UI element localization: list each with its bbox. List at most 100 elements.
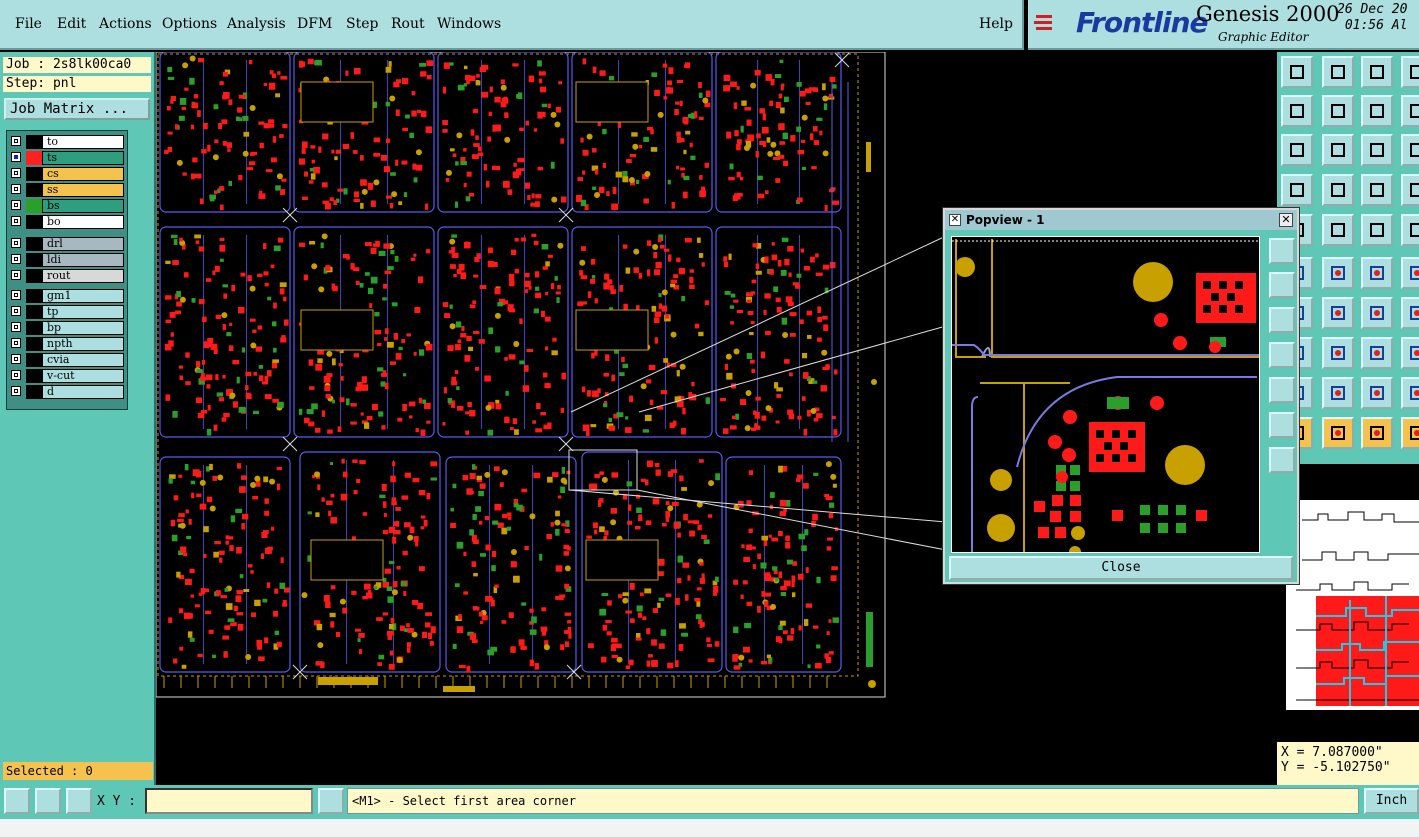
layer-name[interactable]: v-cut bbox=[42, 369, 124, 383]
ruler-icon[interactable] bbox=[1361, 214, 1393, 246]
center-icon[interactable] bbox=[1322, 134, 1354, 166]
popview-close-button[interactable]: Close bbox=[949, 556, 1293, 580]
layer-color-swatch[interactable] bbox=[26, 289, 42, 303]
layer-checkbox[interactable] bbox=[11, 386, 21, 396]
zoom-previous-icon[interactable] bbox=[1322, 56, 1354, 88]
layer-row-ts[interactable]: ts bbox=[9, 151, 125, 165]
resize-icon[interactable] bbox=[1361, 337, 1393, 369]
select-arrow-icon[interactable] bbox=[1322, 417, 1354, 449]
layer-row-tp[interactable]: tp bbox=[9, 305, 125, 319]
layer-checkbox[interactable] bbox=[11, 136, 21, 146]
job-matrix-button[interactable]: Job Matrix ... bbox=[4, 98, 150, 120]
layer-color-swatch[interactable] bbox=[26, 199, 42, 213]
layer-row-bp[interactable]: bp bbox=[9, 321, 125, 335]
layer-name[interactable]: to bbox=[42, 135, 124, 149]
layer-color-swatch[interactable] bbox=[26, 135, 42, 149]
layer-name[interactable]: ldi bbox=[42, 253, 124, 267]
layer-color-swatch[interactable] bbox=[26, 369, 42, 383]
layer-name[interactable]: ts bbox=[42, 151, 124, 165]
layer-checkbox[interactable] bbox=[11, 306, 21, 316]
layer-checkbox[interactable] bbox=[11, 322, 21, 332]
layer-name[interactable]: ss bbox=[42, 183, 124, 197]
close-icon[interactable]: ✕ bbox=[1279, 213, 1293, 227]
popview-zoom-out-button[interactable] bbox=[1269, 447, 1295, 473]
layer-name[interactable]: npth bbox=[42, 337, 124, 351]
layer-row-npth[interactable]: npth bbox=[9, 337, 125, 351]
popview-zoom-view[interactable] bbox=[951, 236, 1260, 553]
angle-measure-icon[interactable] bbox=[35, 788, 61, 814]
measure-icon[interactable] bbox=[4, 788, 30, 814]
home-view-icon[interactable] bbox=[1361, 56, 1393, 88]
scale-1to2-icon[interactable] bbox=[1361, 134, 1393, 166]
layer-color-swatch[interactable] bbox=[26, 237, 42, 251]
layer-checkbox[interactable] bbox=[11, 216, 21, 226]
fit-all-icon[interactable] bbox=[1281, 134, 1313, 166]
split-view-icon[interactable] bbox=[1361, 95, 1393, 127]
xy-input[interactable] bbox=[145, 788, 313, 814]
popview-pan-up-button[interactable] bbox=[1269, 272, 1295, 298]
layer-name[interactable]: bs bbox=[42, 199, 124, 213]
layer-checkbox[interactable] bbox=[11, 370, 21, 380]
menu-file[interactable]: File bbox=[15, 16, 42, 32]
layer-row-drl[interactable]: drl bbox=[9, 237, 125, 251]
menu-edit[interactable]: Edit bbox=[57, 16, 87, 32]
slash-icon[interactable] bbox=[1322, 297, 1354, 329]
layer-color-swatch[interactable] bbox=[26, 151, 42, 165]
layer-color-swatch[interactable] bbox=[26, 167, 42, 181]
tool-extra-icon[interactable] bbox=[1401, 257, 1419, 289]
menu-options[interactable]: Options bbox=[162, 16, 218, 32]
layer-row-gm1[interactable]: gm1 bbox=[9, 289, 125, 303]
tool-extra-icon[interactable] bbox=[1401, 174, 1419, 206]
menu-dfm[interactable]: DFM bbox=[297, 16, 333, 32]
layer-color-swatch[interactable] bbox=[26, 353, 42, 367]
layer-name[interactable]: drl bbox=[42, 237, 124, 251]
layer-row-ss[interactable]: ss bbox=[9, 183, 125, 197]
layer-name[interactable]: cs bbox=[42, 167, 124, 181]
units-button[interactable]: Inch bbox=[1364, 788, 1419, 814]
popview-pan-left-button[interactable] bbox=[1269, 342, 1295, 368]
zoom-home-icon[interactable] bbox=[1281, 56, 1313, 88]
layer-row-to[interactable]: to bbox=[9, 135, 125, 149]
menu-step[interactable]: Step bbox=[346, 16, 379, 32]
layer-checkbox[interactable] bbox=[11, 238, 21, 248]
layer-checkbox[interactable] bbox=[11, 200, 21, 210]
layer-color-swatch[interactable] bbox=[26, 253, 42, 267]
layer-checkbox[interactable] bbox=[11, 270, 21, 280]
layer-row-cs[interactable]: cs bbox=[9, 167, 125, 181]
layer-color-swatch[interactable] bbox=[26, 215, 42, 229]
layer-checkbox[interactable] bbox=[11, 168, 21, 178]
layer-checkbox[interactable] bbox=[11, 354, 21, 364]
overview-map[interactable] bbox=[1286, 500, 1419, 710]
layer-color-swatch[interactable] bbox=[26, 305, 42, 319]
menu-help[interactable]: Help bbox=[979, 16, 1013, 32]
layer-checkbox[interactable] bbox=[11, 254, 21, 264]
tool-extra-icon[interactable] bbox=[1401, 417, 1419, 449]
pan-left-icon[interactable] bbox=[1281, 95, 1313, 127]
tool-extra-icon[interactable] bbox=[1401, 95, 1419, 127]
popview-expand-button[interactable] bbox=[1269, 238, 1295, 264]
layer-row-cvia[interactable]: cvia bbox=[9, 353, 125, 367]
menu-actions[interactable]: Actions bbox=[99, 16, 152, 32]
tool-extra-icon[interactable] bbox=[1401, 337, 1419, 369]
rotate-icon[interactable] bbox=[1361, 297, 1393, 329]
triangle-filled-icon[interactable] bbox=[1361, 377, 1393, 409]
layer-checkbox[interactable] bbox=[11, 338, 21, 348]
grid-snap-icon[interactable] bbox=[66, 788, 92, 814]
tool-extra-icon[interactable] bbox=[1401, 377, 1419, 409]
cursor-icon[interactable] bbox=[1361, 417, 1393, 449]
popview-titlebar[interactable]: ✕ Popview - 1 ✕ bbox=[945, 210, 1297, 230]
layer-row-bs[interactable]: bs bbox=[9, 199, 125, 213]
layer-name[interactable]: d bbox=[42, 385, 124, 399]
menu-rout[interactable]: Rout bbox=[391, 16, 425, 32]
layer-name[interactable]: rout bbox=[42, 269, 124, 283]
layer-row-bo[interactable]: bo bbox=[9, 215, 125, 229]
layer-checkbox[interactable] bbox=[11, 152, 21, 162]
cross-icon[interactable] bbox=[1322, 257, 1354, 289]
tool-extra-icon[interactable] bbox=[1401, 297, 1419, 329]
layer-row-d[interactable]: d bbox=[9, 385, 125, 399]
drill-icon[interactable] bbox=[1281, 174, 1313, 206]
tool-extra-icon[interactable] bbox=[1401, 56, 1419, 88]
layer-checkbox[interactable] bbox=[11, 290, 21, 300]
layer-color-swatch[interactable] bbox=[26, 269, 42, 283]
layer-color-swatch[interactable] bbox=[26, 337, 42, 351]
